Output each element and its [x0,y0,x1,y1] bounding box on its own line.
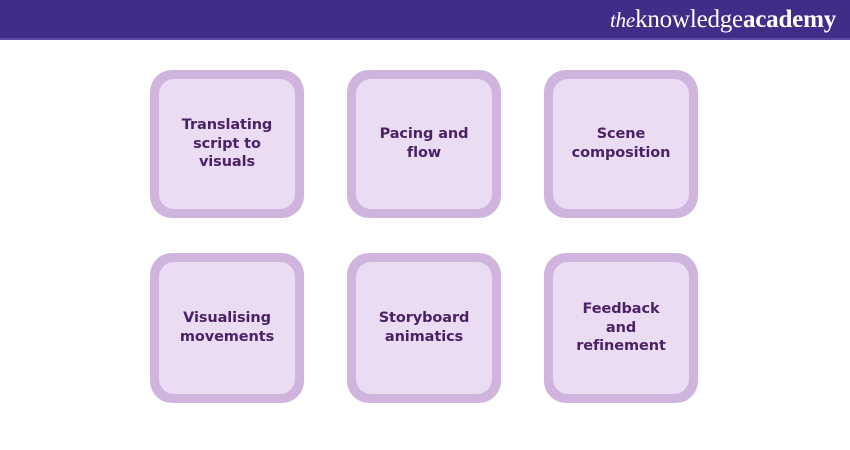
card-pacing-and-flow[interactable]: Pacing and flow [347,70,501,218]
card-label: Translating script to visuals [181,117,273,171]
knowledge-academy-logo: theknowledgeacademy [610,7,836,32]
header-divider [0,38,850,40]
card-inner-panel: Storyboard animatics [356,262,492,394]
card-label: Feedback and refinement [576,301,666,355]
card-inner-panel: Visualising movements [159,262,295,394]
card-visualising-movements[interactable]: Visualising movements [150,253,304,403]
card-label: Visualising movements [179,310,275,345]
card-label: Storyboard animatics [378,310,470,345]
brand-header-bar: theknowledgeacademy [0,0,850,39]
concept-card-grid: Translating script to visuals Pacing and… [150,70,698,403]
card-storyboard-animatics[interactable]: Storyboard animatics [347,253,501,403]
card-label: Scene composition [571,126,671,161]
card-translating-script-to-visuals[interactable]: Translating script to visuals [150,70,304,218]
card-label: Pacing and flow [379,126,469,161]
logo-word-academy: academy [742,6,836,33]
card-inner-panel: Scene composition [553,79,689,209]
card-inner-panel: Feedback and refinement [553,262,689,394]
logo-word-knowledge: knowledge [635,6,743,33]
card-inner-panel: Translating script to visuals [159,79,295,209]
card-inner-panel: Pacing and flow [356,79,492,209]
logo-word-the: the [610,8,636,32]
card-feedback-and-refinement[interactable]: Feedback and refinement [544,253,698,403]
card-scene-composition[interactable]: Scene composition [544,70,698,218]
